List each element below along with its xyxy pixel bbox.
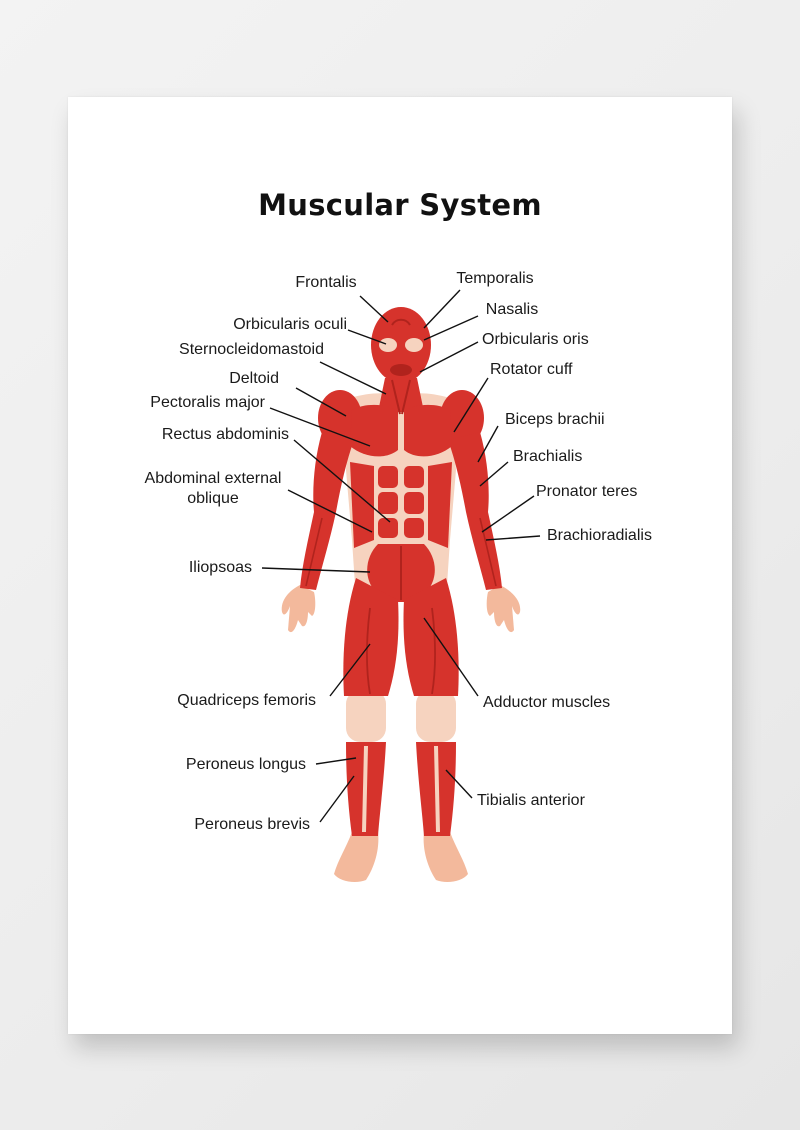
label-pronator-teres: Pronator teres	[536, 483, 637, 500]
label-rotator-cuff: Rotator cuff	[490, 361, 573, 378]
label-abdominal-external-oblique-line1: Abdominal external	[145, 470, 282, 487]
right-oblique	[428, 462, 452, 548]
label-peroneus-longus: Peroneus longus	[186, 756, 306, 773]
label-quadriceps-femoris: Quadriceps femoris	[177, 692, 316, 709]
label-tibialis-anterior: Tibialis anterior	[477, 792, 586, 809]
left-thigh	[343, 578, 399, 696]
label-orbicularis-oculi: Orbicularis oculi	[233, 316, 347, 333]
label-brachialis: Brachialis	[513, 448, 582, 465]
label-brachioradialis: Brachioradialis	[547, 527, 652, 544]
rectus-abdominis	[378, 466, 424, 538]
left-foot	[334, 832, 379, 882]
label-rectus-abdominis: Rectus abdominis	[162, 426, 289, 443]
labels: Frontalis Temporalis Nasalis Orbicularis…	[145, 270, 652, 833]
leader-lines	[261, 289, 541, 823]
label-adductor-muscles: Adductor muscles	[483, 694, 610, 711]
label-peroneus-brevis: Peroneus brevis	[194, 816, 310, 833]
left-knee	[346, 690, 386, 742]
right-foot	[423, 832, 468, 882]
label-pectoralis-major: Pectoralis major	[150, 394, 265, 411]
head	[371, 307, 431, 383]
right-forearm	[466, 512, 502, 590]
label-frontalis: Frontalis	[295, 274, 356, 291]
body-illustration	[281, 307, 521, 882]
label-orbicularis-oris: Orbicularis oris	[482, 331, 589, 348]
right-upper-arm	[448, 432, 489, 512]
label-iliopsoas: Iliopsoas	[189, 559, 252, 576]
right-knee	[416, 690, 456, 742]
left-oblique	[350, 462, 374, 548]
right-pectoral	[404, 404, 452, 457]
label-temporalis: Temporalis	[456, 270, 533, 287]
left-upper-arm	[313, 432, 354, 512]
label-abdominal-external-oblique-line2: oblique	[187, 490, 239, 507]
label-nasalis: Nasalis	[486, 301, 538, 318]
left-hand	[281, 585, 316, 633]
label-biceps-brachii: Biceps brachii	[505, 411, 605, 428]
label-deltoid: Deltoid	[229, 370, 279, 387]
left-pectoral	[350, 404, 398, 457]
label-sternocleidomastoid: Sternocleidomastoid	[179, 341, 324, 358]
left-forearm	[300, 512, 336, 590]
neck	[378, 378, 424, 412]
right-hand	[486, 585, 521, 633]
diagram-title: Muscular System	[258, 188, 542, 222]
right-thigh	[403, 578, 459, 696]
